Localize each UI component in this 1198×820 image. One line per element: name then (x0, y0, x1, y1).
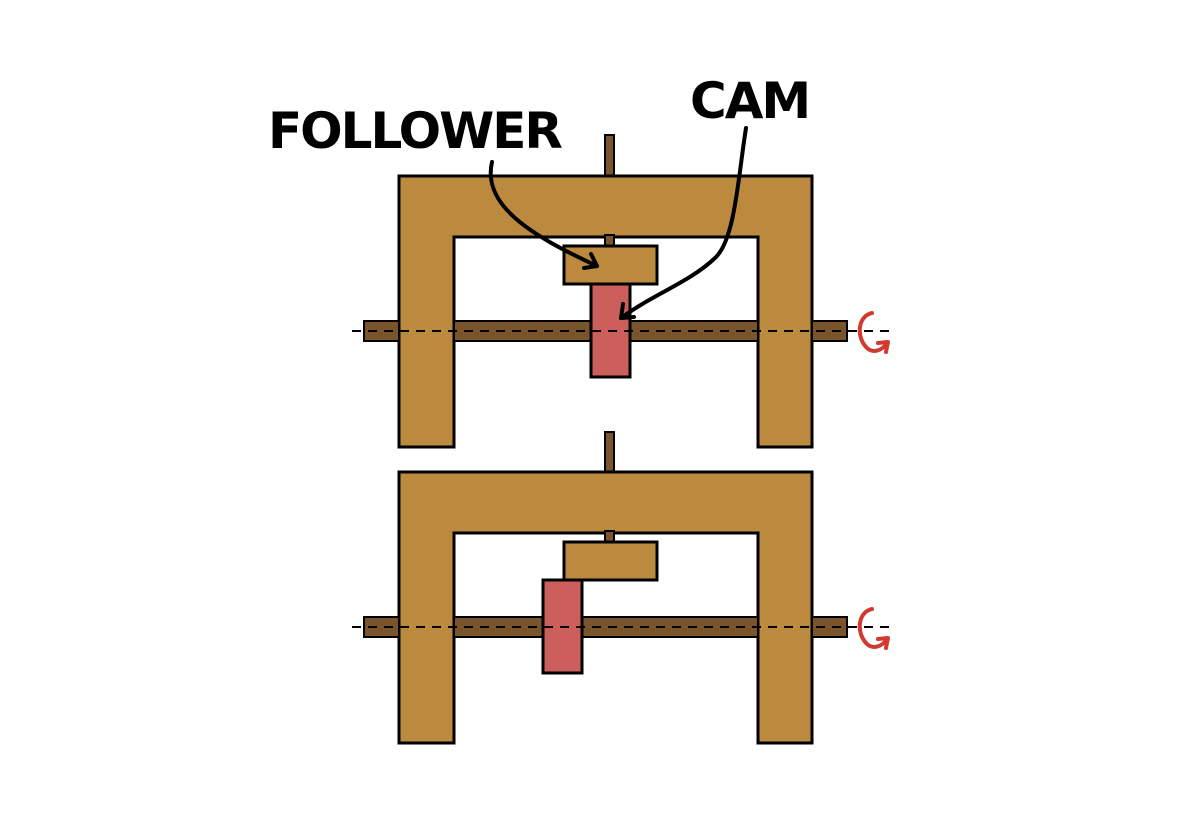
shaft-left (363, 616, 400, 638)
shaft-right (811, 320, 848, 342)
follower-pointer-arrow (488, 160, 599, 270)
top-assembly (352, 134, 890, 449)
follower-rod-top (604, 134, 615, 178)
frame (397, 174, 814, 449)
frame (397, 470, 814, 745)
rotation-arrow-icon (857, 311, 890, 354)
follower-rod-top (604, 431, 615, 475)
shaft-left (363, 320, 400, 342)
follower-block (562, 540, 659, 582)
follower-label: FOLLOWER (268, 102, 562, 160)
follower-block (562, 244, 659, 286)
rotation-arrow-icon (857, 607, 890, 650)
bottom-assembly (352, 431, 890, 745)
cam-label: CAM (690, 72, 809, 130)
cam-pointer-arrow (619, 126, 748, 320)
shaft-right (811, 616, 848, 638)
